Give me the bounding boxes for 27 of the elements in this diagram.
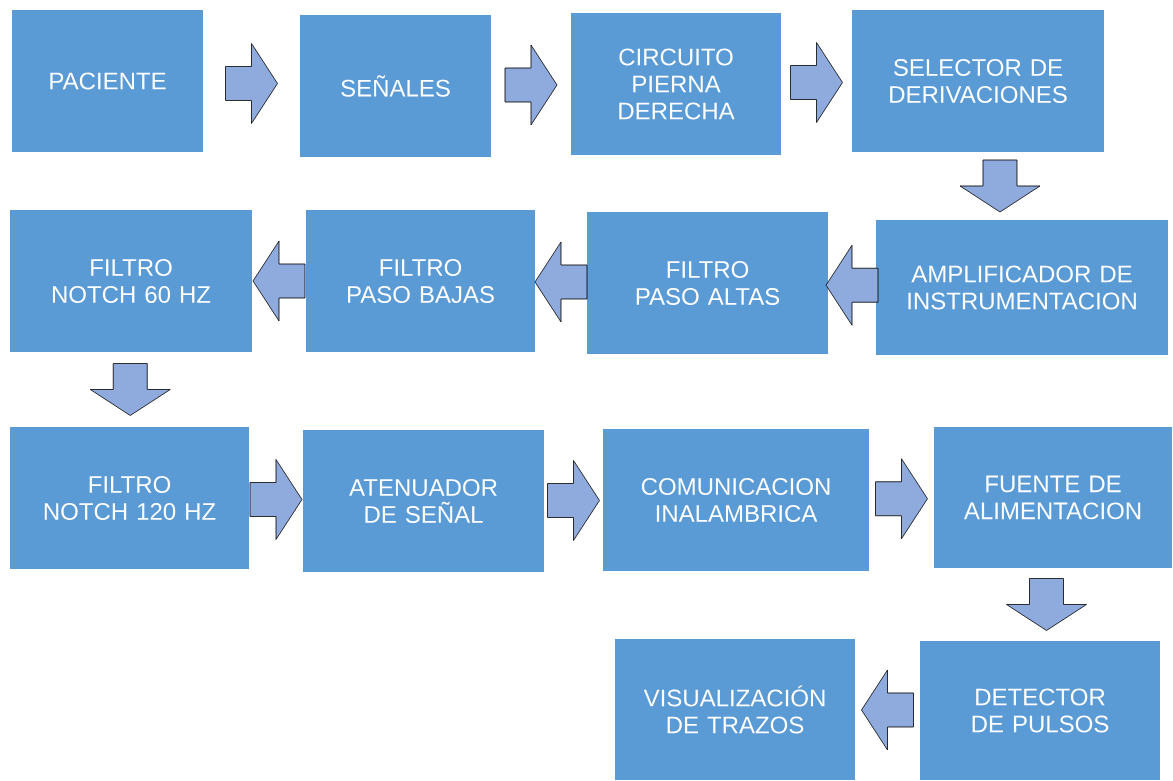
block-arrow <box>875 458 928 540</box>
process-box: VISUALIZACIÓN DE TRAZOS <box>615 639 855 780</box>
block-arrow <box>252 240 306 322</box>
process-box: ATENUADOR DE SEÑAL <box>303 430 544 572</box>
block-arrow <box>790 42 843 123</box>
block-arrow <box>861 669 914 751</box>
block-arrow <box>959 159 1041 213</box>
block-arrow <box>504 44 558 126</box>
block-arrow <box>1006 578 1087 631</box>
block-arrow <box>89 363 171 416</box>
process-box: AMPLIFICADOR DE INSTRUMENTACION <box>876 220 1168 355</box>
process-box: FILTRO PASO ALTAS <box>587 212 828 354</box>
process-box: SELECTOR DE DERIVACIONES <box>852 10 1104 152</box>
process-box: DETECTOR DE PULSOS <box>920 641 1160 780</box>
process-box: COMUNICACION INALAMBRICA <box>603 429 869 571</box>
process-box: FILTRO NOTCH 60 HZ <box>10 210 252 352</box>
process-box: CIRCUITO PIERNA DERECHA <box>571 13 781 155</box>
process-box: FUENTE DE ALIMENTACION <box>934 427 1172 568</box>
block-arrow <box>249 459 303 540</box>
block-arrow <box>825 244 879 326</box>
process-box: FILTRO NOTCH 120 HZ <box>10 427 249 569</box>
process-box: SEÑALES <box>300 15 491 157</box>
process-box: FILTRO PASO BAJAS <box>306 210 535 352</box>
block-arrow <box>225 43 278 124</box>
process-box: PACIENTE <box>12 10 203 152</box>
block-arrow <box>534 241 588 323</box>
block-arrow <box>547 460 600 541</box>
